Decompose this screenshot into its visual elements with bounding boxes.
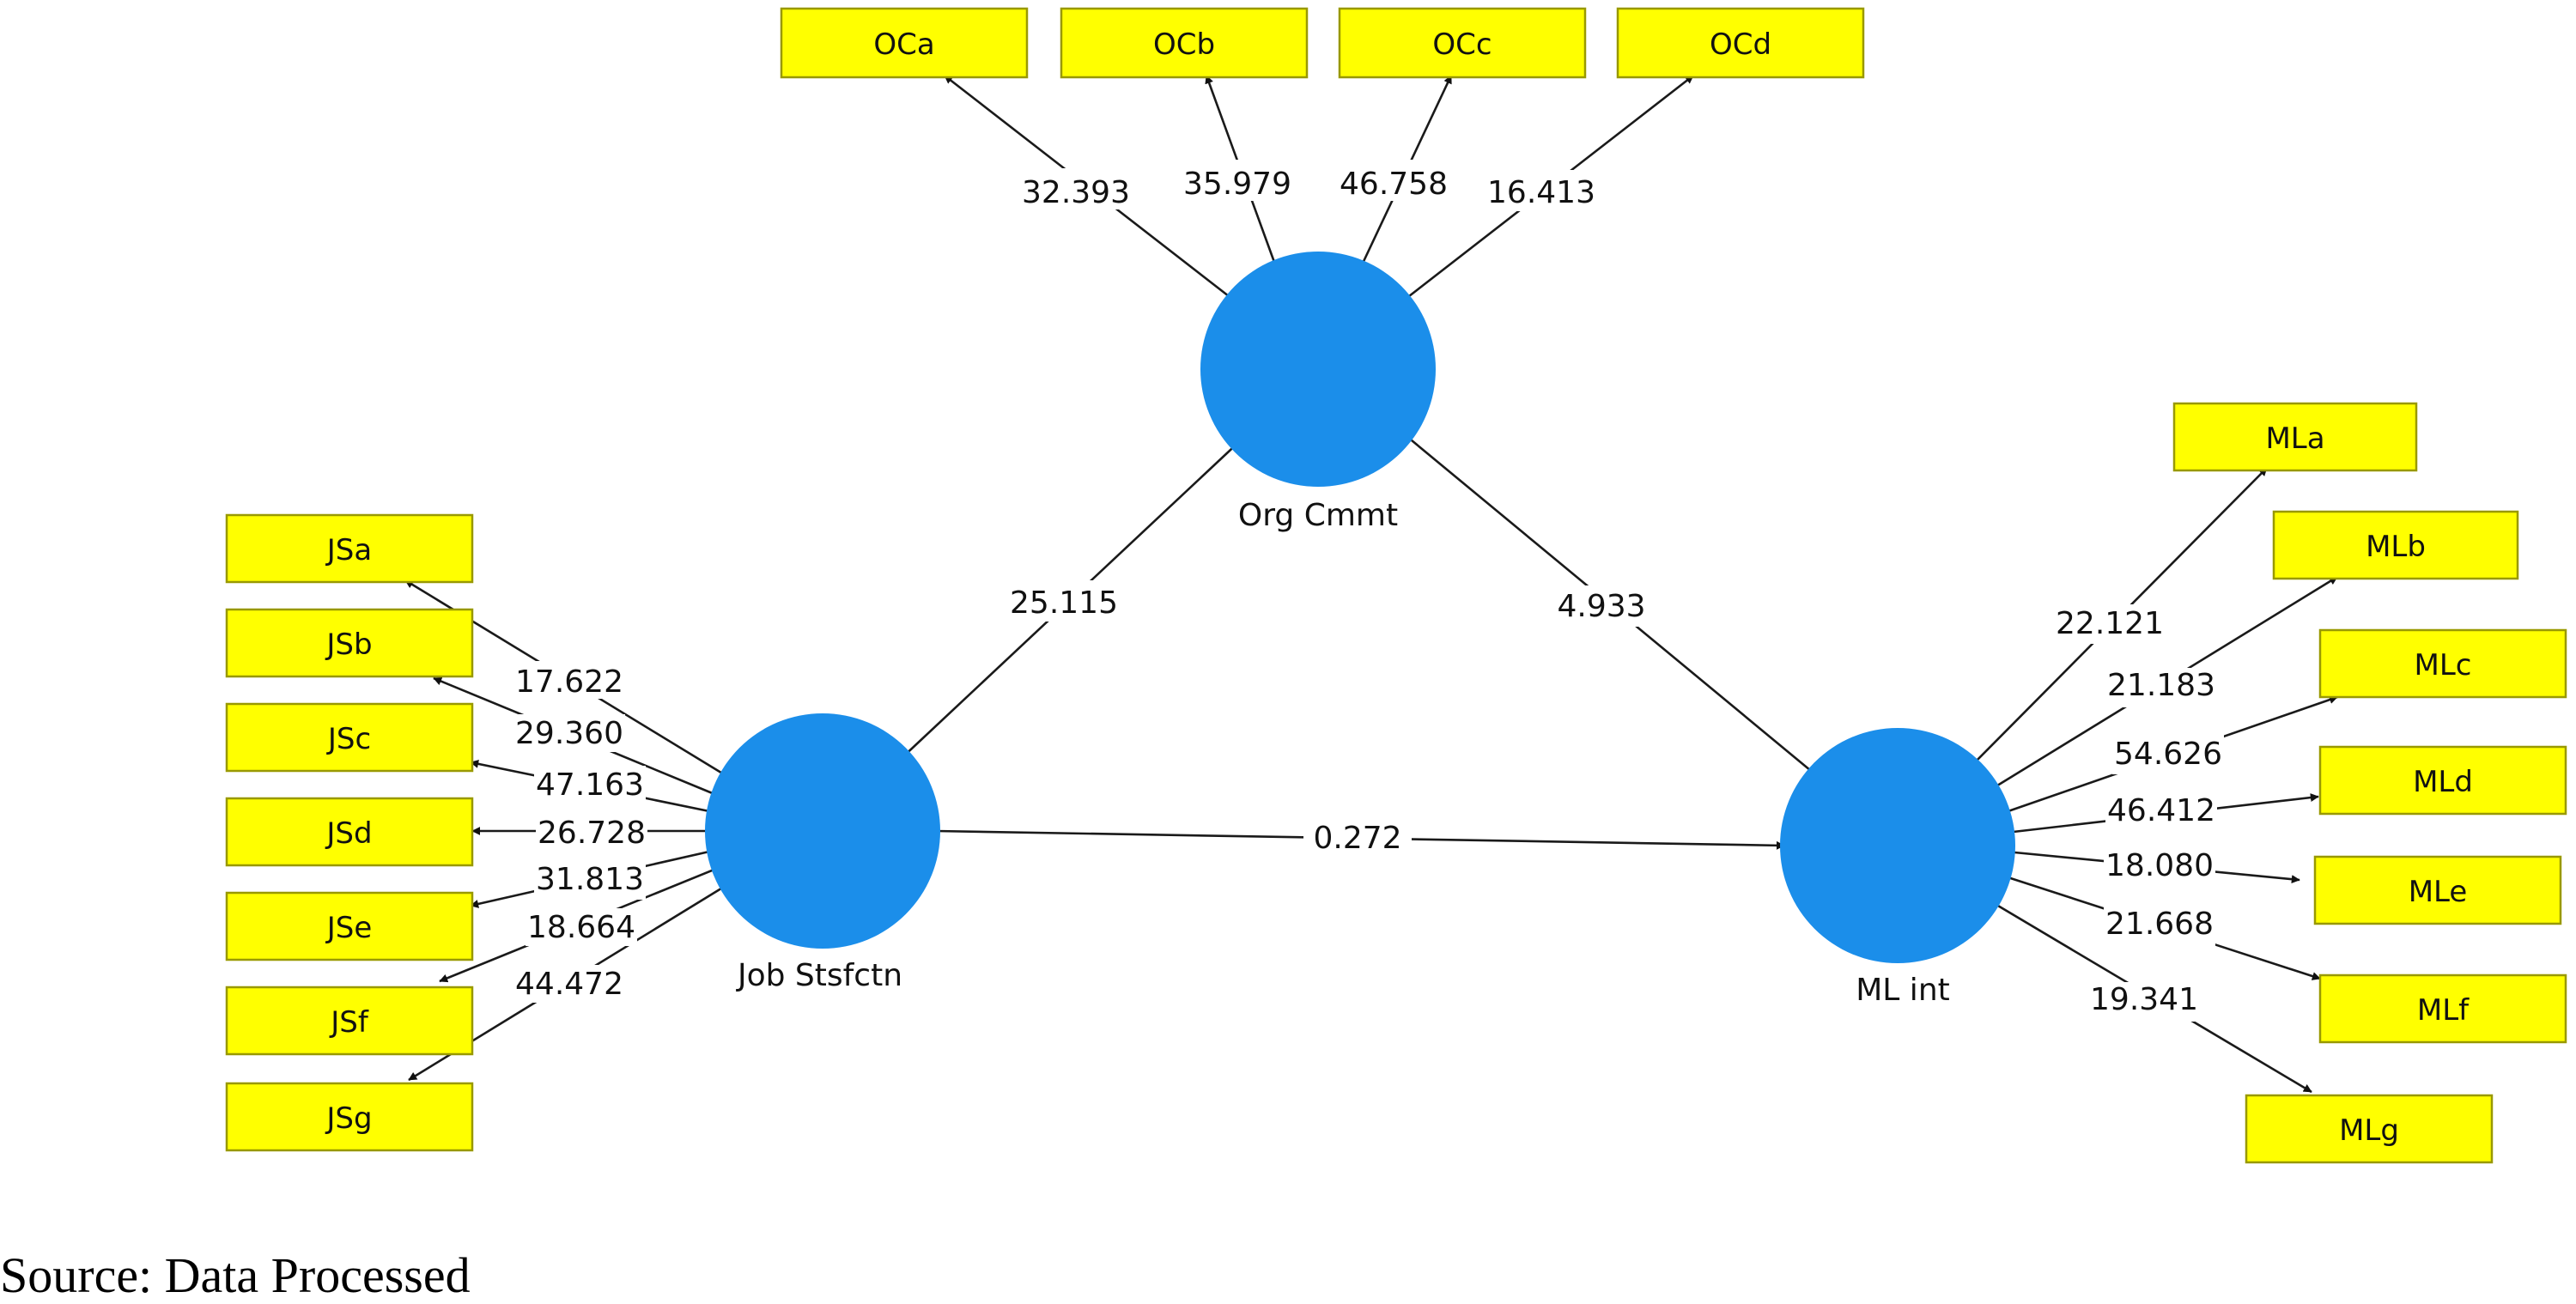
path-labels: 25.115 4.933 0.272 [1008, 580, 1650, 858]
job-loading-labels: 17.622 29.360 47.163 26.728 31.813 18.66… [513, 661, 647, 1003]
indicator-ocb: OCb [1060, 7, 1309, 79]
construct-org-cmmt: Org Cmmt [1200, 252, 1436, 533]
loading-label-mla: 22.121 [2056, 606, 2164, 641]
construct-ml-int: ML int [1780, 728, 2015, 1008]
indicator-label-mlb: MLb [2366, 530, 2426, 564]
loading-label-jse: 31.813 [536, 862, 644, 897]
indicator-label-mld: MLd [2413, 765, 2473, 799]
path-label-job-org: 25.115 [1010, 585, 1118, 621]
indicator-jsd: JSd [225, 797, 474, 867]
indicator-jsb: JSb [225, 608, 474, 678]
indicator-label-ocb: OCb [1153, 27, 1215, 62]
indicator-mld: MLd [2318, 745, 2567, 816]
construct-job-stsfctn: Job Stsfctn [705, 713, 940, 993]
loading-label-ocb: 35.979 [1183, 167, 1291, 202]
ml-loading-labels: 22.121 21.183 54.626 46.412 18.080 21.66… [2054, 604, 2224, 1022]
construct-label-job: Job Stsfctn [736, 958, 902, 993]
indicator-label-mlf: MLf [2417, 993, 2470, 1028]
indicator-mle: MLe [2313, 855, 2562, 925]
loading-label-jsa: 17.622 [515, 664, 623, 700]
org-indicators: OCa OCb OCc OCd [780, 7, 1865, 79]
indicator-label-jsg: JSg [325, 1101, 372, 1136]
loading-label-ocd: 16.413 [1487, 175, 1595, 210]
indicator-label-ocd: OCd [1710, 27, 1771, 62]
loading-label-occ: 46.758 [1340, 167, 1448, 202]
indicator-mlf: MLf [2318, 973, 2567, 1044]
indicator-label-occ: OCc [1432, 27, 1492, 62]
indicator-oca: OCa [780, 7, 1029, 79]
path-label-job-ml: 0.272 [1313, 821, 1401, 856]
loading-label-mle: 18.080 [2105, 848, 2214, 883]
indicator-occ: OCc [1338, 7, 1587, 79]
indicator-label-jsc: JSc [326, 722, 371, 756]
path-label-org-ml: 4.933 [1557, 589, 1645, 624]
loading-label-jsg: 44.472 [515, 967, 623, 1002]
source-note: Source: Data Processed [0, 1247, 471, 1303]
loading-label-mlc: 54.626 [2114, 737, 2222, 772]
construct-label-org: Org Cmmt [1238, 498, 1398, 533]
indicator-label-jsf: JSf [329, 1005, 369, 1040]
indicator-jse: JSe [225, 891, 474, 961]
loading-label-mlg: 19.341 [2090, 982, 2198, 1017]
job-indicators: JSa JSb JSc JSd JSe JSf JSg [225, 513, 474, 1152]
loading-label-jsc: 47.163 [536, 767, 644, 803]
loading-label-jsf: 18.664 [527, 910, 635, 945]
indicator-jsc: JSc [225, 702, 474, 773]
indicator-mla: MLa [2172, 402, 2418, 472]
indicator-jsg: JSg [225, 1082, 474, 1152]
org-loading-labels: 32.393 35.979 46.758 16.413 [1022, 160, 1595, 211]
indicator-ocd: OCd [1616, 7, 1865, 79]
indicator-jsa: JSa [225, 513, 474, 584]
indicator-label-jsa: JSa [325, 533, 372, 567]
indicator-label-mlc: MLc [2415, 648, 2472, 682]
indicator-label-mla: MLa [2265, 422, 2324, 456]
indicator-label-mle: MLe [2409, 875, 2468, 909]
loading-label-jsb: 29.360 [515, 716, 623, 751]
indicator-mlg: MLg [2245, 1094, 2494, 1164]
loading-label-jsd: 26.728 [538, 816, 646, 851]
indicator-mlc: MLc [2318, 628, 2567, 699]
ml-indicators: MLa MLb MLc MLd MLe MLf MLg [2172, 402, 2567, 1164]
indicator-label-jsb: JSb [325, 628, 372, 662]
indicator-jsf: JSf [225, 986, 474, 1056]
loading-label-mlb: 21.183 [2107, 668, 2215, 703]
indicator-label-jse: JSe [325, 911, 373, 945]
indicator-label-oca: OCa [873, 27, 934, 62]
loading-label-mld: 46.412 [2107, 793, 2215, 828]
indicator-label-jsd: JSd [325, 816, 372, 851]
indicator-mlb: MLb [2272, 510, 2519, 580]
construct-label-ml: ML int [1856, 973, 1950, 1008]
indicator-label-mlg: MLg [2339, 1113, 2399, 1148]
loading-label-oca: 32.393 [1022, 175, 1130, 210]
loading-label-mlf: 21.668 [2105, 907, 2214, 942]
